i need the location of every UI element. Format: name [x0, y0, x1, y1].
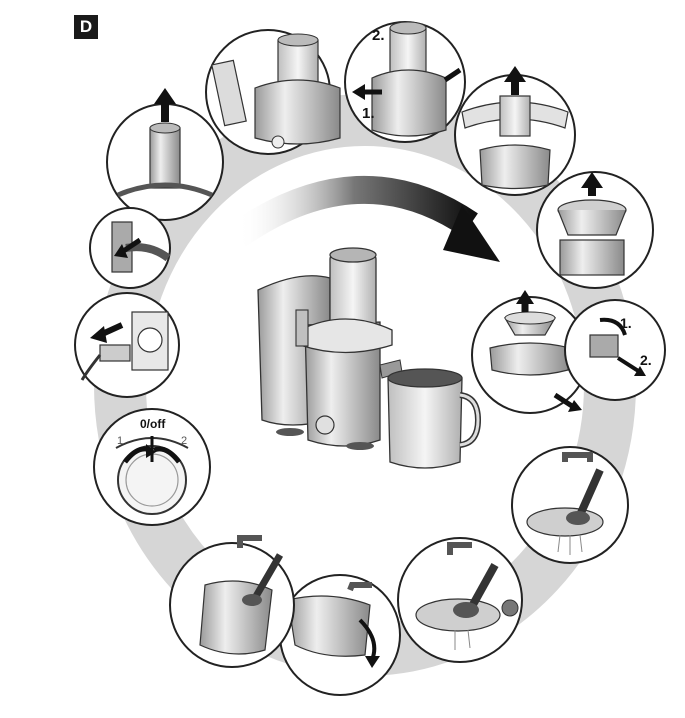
step-unplug [74, 292, 180, 398]
step-remove-pusher [106, 88, 224, 221]
spout-step-one-label: 1. [620, 315, 632, 331]
step-clean-filter [397, 537, 523, 663]
step-lift-lid [454, 66, 576, 196]
rotation-arrow [230, 175, 500, 262]
section-badge: D [74, 15, 98, 39]
step-unlock-lid: 1. 2. [344, 21, 466, 143]
lid-step-two-label: 2. [372, 27, 385, 44]
step-open-lid [205, 29, 341, 155]
step-remove-container [471, 290, 589, 414]
switch-position-2: 2 [181, 435, 187, 447]
spout-step-two-label: 2. [640, 352, 652, 368]
step-rinse-lid [279, 574, 401, 696]
step-remove-spout: 1. 2. [564, 299, 666, 401]
step-lift-filter [536, 171, 654, 289]
step-rinse-housing [169, 535, 295, 668]
step-switch-off: 0/off 1 2 [93, 408, 211, 526]
juicer-main-illustration [257, 247, 482, 469]
switch-position-1: 1 [117, 435, 123, 447]
switch-off-label: 0/off [140, 417, 166, 431]
step-brush-filter [511, 446, 629, 564]
lid-step-one-label: 1. [362, 105, 375, 122]
step-release-latch [89, 207, 171, 289]
